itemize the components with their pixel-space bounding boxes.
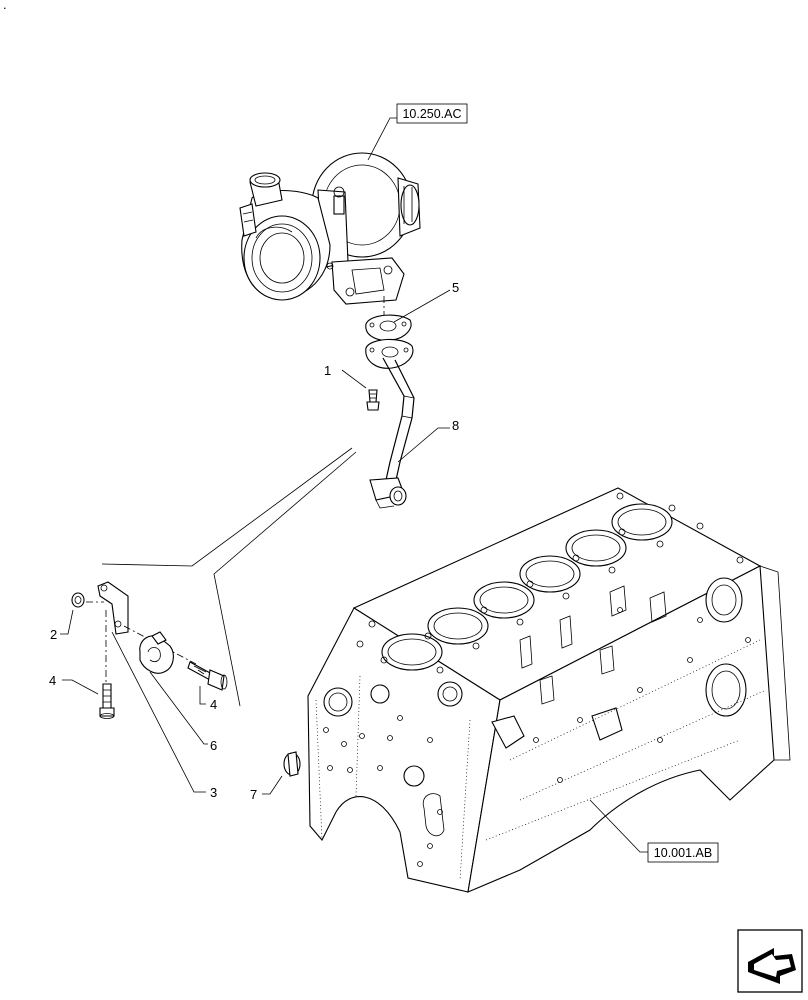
next-page-arrow-icon[interactable]: [737, 929, 803, 993]
callout-3: 3: [210, 785, 217, 800]
callout-8: 8: [452, 418, 459, 433]
bolt-4-right: 4: [187, 661, 228, 712]
callout-7: 7: [250, 787, 257, 802]
oil-return-pipe-8: 8: [365, 338, 459, 509]
callout-2: 2: [50, 627, 57, 642]
turbocharger-reference: 10.250.AC: [402, 107, 461, 121]
callout-4-left: 4: [49, 673, 56, 688]
corner-mark: .: [3, 0, 7, 12]
callout-1: 1: [324, 363, 331, 378]
detail-leader-lines: [101, 447, 357, 707]
engine-block: 10.001.AB: [307, 487, 791, 893]
callout-5: 5: [452, 280, 459, 295]
callout-4-right: 4: [210, 697, 217, 712]
bolt-4-left: 4: [49, 673, 115, 719]
washer-2: 2: [50, 592, 85, 642]
gasket-5: 5: [365, 280, 459, 341]
bracket-3: 3: [97, 581, 217, 800]
bolt-1: 1: [324, 363, 380, 411]
clamp-6: 6: [139, 631, 217, 753]
plug-7: 7: [250, 751, 301, 802]
turbocharger: 10.250.AC: [239, 103, 468, 305]
engine-block-reference: 10.001.AB: [654, 846, 712, 860]
callout-6: 6: [210, 738, 217, 753]
